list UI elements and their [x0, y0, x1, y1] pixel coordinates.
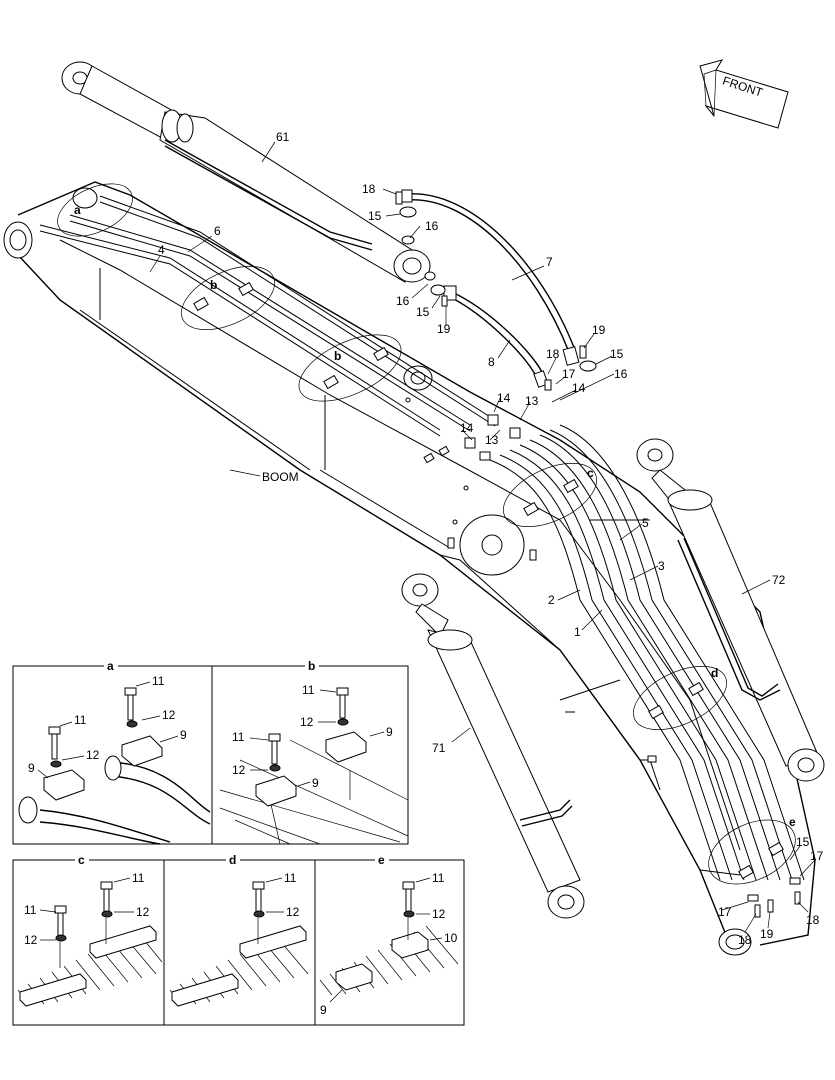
panel-c-11-bot: 11: [24, 903, 37, 917]
callout-17-br: 17: [810, 849, 824, 863]
panel-c-12-top: 12: [136, 905, 150, 919]
callout-1: 1: [574, 625, 581, 639]
boom-cylinder-71: [401, 573, 585, 919]
callout-19-bl: 19: [760, 927, 774, 941]
panel-e-11: 11: [432, 871, 445, 885]
panel-b-11-bot: 11: [232, 730, 245, 744]
callout-7: 7: [546, 255, 553, 269]
panel-b-9-top: 9: [386, 725, 393, 739]
leader-lines: [149, 141, 816, 933]
callout-5: 5: [642, 516, 649, 530]
callout-18-bl: 18: [738, 933, 752, 947]
callout-61: 61: [276, 130, 290, 144]
panel-b-9-bot: 9: [312, 776, 319, 790]
callout-e: e: [789, 815, 796, 829]
hose-7: [401, 189, 580, 366]
panel-c-12-bot: 12: [24, 933, 38, 947]
callout-2: 2: [548, 593, 555, 607]
callout-71: 71: [432, 741, 446, 755]
panel-c-11-top: 11: [132, 871, 145, 885]
callout-6: 6: [214, 224, 221, 238]
panel-b-12-bot: 12: [232, 763, 246, 777]
callout-3: 3: [658, 559, 665, 573]
callout-17-bl: 17: [718, 905, 732, 919]
callout-19-right: 19: [592, 323, 606, 337]
panel-a-9-bot: 9: [28, 761, 35, 775]
callout-14-a: 14: [497, 391, 511, 405]
callout-18-top: 18: [362, 182, 376, 196]
main-pipes: [489, 424, 805, 881]
callout-d: d: [711, 666, 718, 680]
detail-circles: [57, 183, 796, 885]
callout-14-b: 14: [460, 421, 474, 435]
panel-d-11: 11: [284, 871, 297, 885]
callout-13-b: 13: [485, 433, 499, 447]
panel-a-9-top: 9: [180, 728, 187, 742]
front-arrow-icon: FRONT: [699, 59, 789, 129]
hose-8: [443, 285, 549, 388]
callout-18-br: 18: [806, 913, 820, 927]
panel-a-title: a: [107, 659, 114, 673]
panel-a-12-bot: 12: [86, 748, 100, 762]
callout-16-mid: 16: [396, 294, 410, 308]
panel-b-12-top: 12: [300, 715, 314, 729]
callout-13-a: 13: [525, 394, 539, 408]
fittings-upper: [395, 191, 597, 391]
callout-15-right: 15: [610, 347, 624, 361]
callout-4: 4: [158, 243, 165, 257]
panel-b-11-top: 11: [302, 683, 315, 697]
callout-15-mid: 15: [416, 305, 430, 319]
callout-b-1: b: [210, 278, 217, 292]
callout-15-br: 15: [796, 835, 810, 849]
callout-a: a: [74, 203, 81, 217]
callout-17-right: 17: [562, 367, 576, 381]
callout-b-2: b: [334, 349, 341, 363]
panel-a-12-top: 12: [162, 708, 176, 722]
boom-label: BOOM: [262, 470, 299, 484]
callout-8: 8: [488, 355, 495, 369]
panel-a-11-bot: 11: [74, 713, 87, 727]
panel-e-title: e: [378, 853, 385, 867]
callout-16-top: 16: [425, 219, 439, 233]
panel-b-title: b: [308, 659, 315, 673]
detail-panel-a: a 11 12 9 11 12 9: [12, 658, 213, 845]
panel-e-10: 10: [444, 931, 458, 945]
panel-a-11-top: 11: [152, 674, 165, 688]
detail-panel-b: b 11 12 9 11 12 9: [211, 658, 409, 845]
panel-e-9: 9: [320, 1003, 327, 1017]
panel-d-title: d: [229, 853, 236, 867]
panel-c-title: c: [78, 853, 85, 867]
callout-labels: 61 6 4 7 8 18 15 16 16 15 19 19 18 15 17…: [74, 130, 824, 947]
detail-panel-d: d 11 12: [163, 852, 316, 1026]
callout-19-mid: 19: [437, 322, 451, 336]
callout-c: c: [587, 466, 594, 480]
fittings-lower: [464, 414, 801, 918]
boom-cylinder-72: [636, 438, 825, 782]
arm-cylinder-61: [61, 61, 431, 283]
detail-panel-c: c 11 12 11 12: [12, 852, 165, 1026]
boom-body: [3, 181, 816, 956]
callout-72: 72: [772, 573, 786, 587]
callout-15-top: 15: [368, 209, 382, 223]
panel-e-12: 12: [432, 907, 446, 921]
panel-d-12: 12: [286, 905, 300, 919]
callout-14-right: 14: [572, 381, 586, 395]
detail-panel-e: e 11 12 10 9: [314, 852, 465, 1026]
callout-18-right: 18: [546, 347, 560, 361]
callout-16-right: 16: [614, 367, 628, 381]
